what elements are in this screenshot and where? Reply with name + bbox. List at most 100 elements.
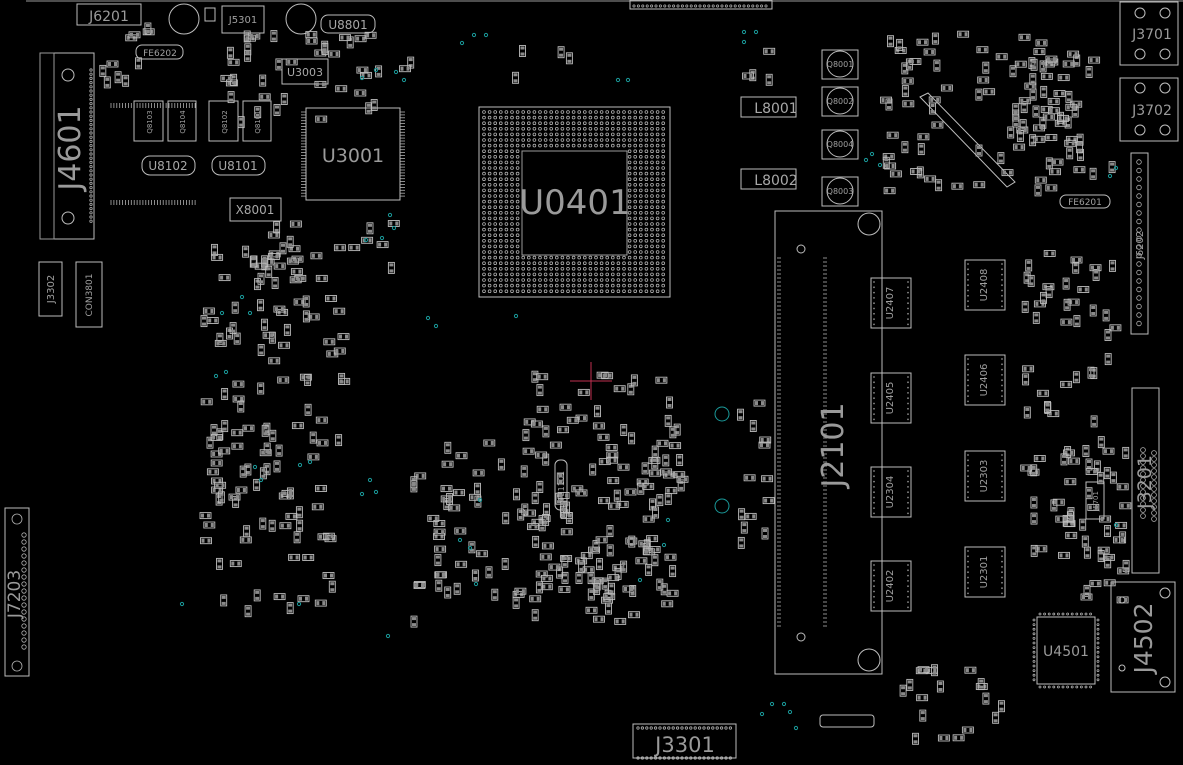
passive-pad <box>1065 447 1070 451</box>
mem-chip-ball <box>873 470 875 472</box>
component-u8102[interactable]: U8102 <box>141 155 196 176</box>
passive-pad <box>1074 167 1078 172</box>
j7203-pin <box>21 553 27 559</box>
component-q8002[interactable]: Q8002 <box>821 86 859 117</box>
component-u3001[interactable]: U3001 <box>110 103 405 205</box>
component-con3801[interactable]: CON3801 <box>75 261 103 328</box>
component-q8001[interactable]: Q8001 <box>821 49 859 80</box>
component-j4601[interactable]: J4601 <box>39 52 95 240</box>
bga-ball <box>594 255 598 260</box>
component-j4502[interactable]: J4502 <box>1110 581 1176 693</box>
component-fe6201[interactable]: FE6201 <box>1059 194 1111 209</box>
bga-ball <box>515 188 520 193</box>
component-u2406[interactable]: U2406 <box>964 354 1006 406</box>
mem-chip-ball <box>967 454 969 456</box>
passive-pad <box>960 735 964 740</box>
bga-ball <box>605 110 609 114</box>
component-u2407[interactable]: U2407 <box>870 277 912 329</box>
bga-ball <box>577 132 581 137</box>
component-top-connector[interactable] <box>629 0 773 10</box>
bga-ball <box>493 261 498 266</box>
component-q8102[interactable]: Q8102 <box>208 100 239 142</box>
component-u8101[interactable]: U8101 <box>211 155 266 176</box>
bga-ball <box>599 283 604 288</box>
component-j3701[interactable]: J3701 <box>1119 1 1179 66</box>
component-j3302[interactable]: J3302 <box>38 261 63 317</box>
component-u2304[interactable]: U2304 <box>870 466 912 518</box>
passive-pad <box>559 587 563 592</box>
passive-pad <box>891 164 895 168</box>
bga-ball <box>655 188 660 193</box>
component-j6202[interactable]: J6202 <box>1130 152 1149 335</box>
component-u2408[interactable]: U2408 <box>964 259 1006 311</box>
passive-outline <box>975 88 983 101</box>
passive-pad <box>1120 537 1124 542</box>
bga-ball <box>650 127 654 131</box>
component-j3702[interactable]: J3702 <box>1119 77 1179 142</box>
mem-chip-ball <box>1001 459 1003 462</box>
component-q8004[interactable]: Q8004 <box>821 129 859 160</box>
component-j6201[interactable]: J6201 <box>76 3 142 26</box>
passive-pad <box>244 532 249 536</box>
component-x8001[interactable]: X8001 <box>229 197 282 222</box>
passive-pad <box>885 188 889 193</box>
passive-outline <box>1030 544 1038 557</box>
bga-ball <box>655 149 660 154</box>
component-j3201[interactable]: J3201 <box>1131 387 1160 574</box>
passive-pad <box>533 520 536 525</box>
passive-pad <box>1065 75 1069 80</box>
component-u8801[interactable]: U8801 <box>320 14 376 34</box>
component-q8003[interactable]: Q8003 <box>821 176 859 207</box>
bga-ball <box>493 250 498 254</box>
component-u3003[interactable]: U3003 <box>281 58 329 85</box>
passive-pad <box>751 421 756 425</box>
component-q8104[interactable]: Q8104 <box>167 100 197 142</box>
bga-ball <box>493 227 498 232</box>
bga-ball <box>571 121 576 125</box>
part-bottom-pill[interactable] <box>819 714 875 728</box>
passive-outline <box>1103 553 1115 561</box>
component-u2402[interactable]: U2402 <box>870 560 912 612</box>
passive-pad <box>454 490 458 495</box>
component-u2405[interactable]: U2405 <box>870 372 912 424</box>
component-j5701[interactable]: J5701 <box>1085 481 1105 520</box>
u4501-pin-left <box>1032 627 1036 631</box>
passive-pad <box>1031 96 1036 100</box>
component-u0401[interactable]: U0401 <box>478 106 671 298</box>
component-fe6202[interactable]: FE6202 <box>135 44 184 60</box>
component-diagonal-crystal[interactable] <box>919 92 1016 188</box>
component-q8103[interactable]: Q8103 <box>133 100 164 142</box>
u2301-label: U2301 <box>979 556 990 589</box>
passive-pad <box>1080 520 1085 524</box>
component-j7203[interactable]: J7203 <box>4 507 30 677</box>
component-l8002[interactable]: L8002 <box>740 168 798 190</box>
passive-pad <box>589 579 594 583</box>
component-j5301[interactable]: J5301 <box>221 5 265 34</box>
bga-ball <box>622 255 626 260</box>
component-u4501[interactable]: U4501 <box>1032 612 1100 689</box>
bga-ball <box>616 143 621 148</box>
mem-chip-ball <box>907 496 909 499</box>
passive-pad <box>1054 500 1058 505</box>
j3201-pin-a <box>1140 489 1146 495</box>
passive-pad <box>607 453 611 457</box>
u2405-label: U2405 <box>885 382 896 415</box>
top-connector-pin <box>746 4 750 8</box>
bga-ball <box>560 121 565 125</box>
passive-pad <box>266 94 270 99</box>
passive-pad <box>543 572 547 576</box>
component-j2101[interactable]: J2101 <box>774 210 883 675</box>
passive-pad <box>222 427 227 431</box>
passive-pad <box>277 452 282 456</box>
passive-pad <box>562 529 566 534</box>
passive-outline <box>106 60 119 68</box>
passive-outline <box>257 382 265 395</box>
bga-ball <box>638 239 643 243</box>
bga-ball <box>560 138 565 142</box>
component-l8001[interactable]: L8001 <box>740 96 798 118</box>
component-j3301[interactable]: J3301 <box>632 723 737 760</box>
component-q8101[interactable]: Q8101 <box>242 100 272 142</box>
component-u2301[interactable]: U2301 <box>964 546 1006 598</box>
component-u2303[interactable]: U2303 <box>964 450 1006 502</box>
